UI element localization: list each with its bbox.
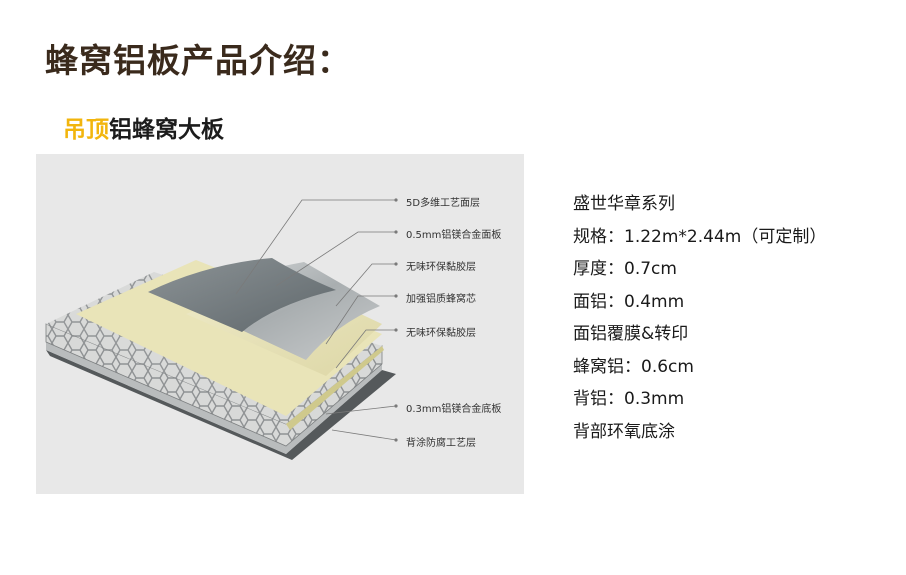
subtitle-rest: 铝蜂窝大板 — [109, 117, 224, 143]
spec-back-aluminium: 背铝：0.3mm — [573, 389, 685, 409]
page-title: 蜂窝铝板产品介绍： — [45, 41, 351, 80]
spec-honeycomb: 蜂窝铝：0.6cm — [573, 356, 694, 377]
spec-face-aluminium: 面铝：0.4mm — [573, 291, 685, 312]
layer-label: 加强铝质蜂窝芯 — [406, 294, 476, 305]
section-subtitle: 吊顶铝蜂窝大板 — [63, 110, 224, 144]
layer-label: 0.3mm铝镁合金底板 — [406, 404, 502, 415]
layer-label: 背涂防腐工艺层 — [406, 438, 476, 449]
spec-size: 规格：1.22m*2.44m（可定制） — [573, 226, 827, 247]
spec-list: 盛世华章系列 规格：1.22m*2.44m（可定制） 厚度：0.7cm 面铝：0… — [573, 188, 826, 448]
surface-layer — [148, 258, 336, 332]
layer-structure-diagram: 5D多维工艺面层 0.5mm铝镁合金面板 无味环保黏胶层 加强铝质蜂窝芯 无味环… — [36, 154, 524, 494]
layer-label: 0.5mm铝镁合金面板 — [406, 230, 502, 241]
spec-back-coating: 背部环氧底涂 — [573, 421, 675, 442]
layer-label: 5D多维工艺面层 — [406, 198, 481, 209]
spec-face-film: 面铝覆膜&转印 — [573, 324, 689, 344]
layer-label: 无味环保黏胶层 — [406, 328, 476, 339]
spec-series: 盛世华章系列 — [573, 194, 675, 214]
spec-thickness: 厚度：0.7cm — [573, 259, 677, 279]
layer-label: 无味环保黏胶层 — [406, 262, 476, 273]
layer-illustration — [45, 198, 398, 460]
subtitle-highlight: 吊顶 — [63, 117, 109, 143]
